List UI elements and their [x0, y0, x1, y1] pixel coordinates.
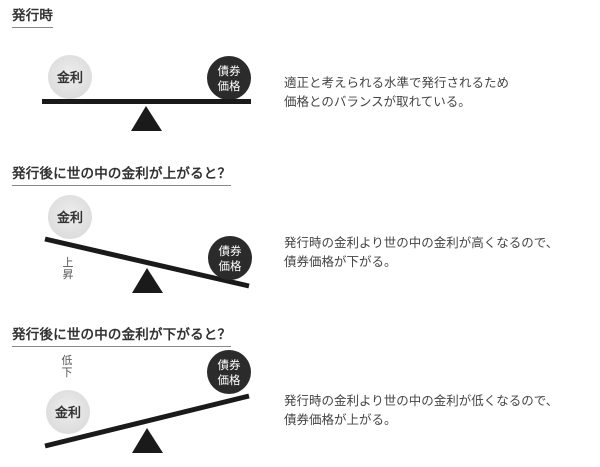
bond-price-label-2: 価格	[218, 373, 241, 387]
interest-rate-label: 金利	[56, 70, 83, 86]
interest-rate-ball	[48, 55, 92, 99]
description-line: 価格とのバランスが取れている。	[284, 94, 471, 109]
description-rate-down: 発行時の金利より世の中の金利が低くなるので、 債券価格が上がる。	[284, 391, 558, 429]
bond-price-label-1: 債券	[218, 358, 241, 372]
fulcrum-triangle-icon	[132, 428, 163, 453]
seesaw-rate-down: 金利 債券 価格	[44, 350, 251, 453]
seesaw-beam	[42, 99, 251, 104]
interest-rate-label: 金利	[56, 210, 83, 226]
bond-price-label-2: 価格	[218, 79, 241, 93]
description-rate-up: 発行時の金利より世の中の金利が高くなるので、 債券価格が下がる。	[284, 233, 558, 271]
bond-price-ball	[207, 350, 251, 394]
bond-price-ball	[207, 56, 251, 100]
fulcrum-triangle-icon	[131, 106, 162, 131]
section-heading-rate-down: 発行後に世の中の金利が下がると？	[12, 327, 232, 347]
description-line: 発行時の金利より世の中の金利が高くなるので、	[284, 235, 559, 250]
bond-price-ball	[208, 236, 252, 280]
bond-price-label-2: 価格	[219, 259, 242, 273]
interest-rate-ball	[48, 195, 92, 239]
description-line: 発行時の金利より世の中の金利が低くなるので、	[284, 393, 559, 408]
fulcrum-triangle-icon	[132, 268, 163, 293]
description-line: 債券価格が上がる。	[284, 412, 397, 427]
interest-rate-label: 金利	[54, 405, 81, 421]
seesaw-beam	[44, 236, 250, 289]
seesaw-rate-up: 金利 債券 価格	[44, 195, 252, 293]
seesaw-beam	[44, 393, 250, 449]
description-issuance: 適正と考えられる水準で発行されるため 価格とのバランスが取れている。	[284, 73, 509, 111]
section-heading-issuance: 発行時	[12, 8, 54, 28]
seesaw-balanced: 金利 債券 価格	[42, 55, 251, 131]
section-heading-rate-up: 発行後に世の中の金利が上がると？	[12, 166, 232, 186]
bond-price-label-1: 債券	[219, 244, 242, 258]
fall-label: 低 下	[61, 354, 73, 379]
rise-label: 上 昇	[62, 256, 74, 281]
bond-price-label-1: 債券	[218, 64, 241, 78]
description-line: 適正と考えられる水準で発行されるため	[284, 75, 510, 90]
description-line: 債券価格が下がる。	[284, 254, 397, 269]
interest-rate-ball	[46, 390, 90, 434]
